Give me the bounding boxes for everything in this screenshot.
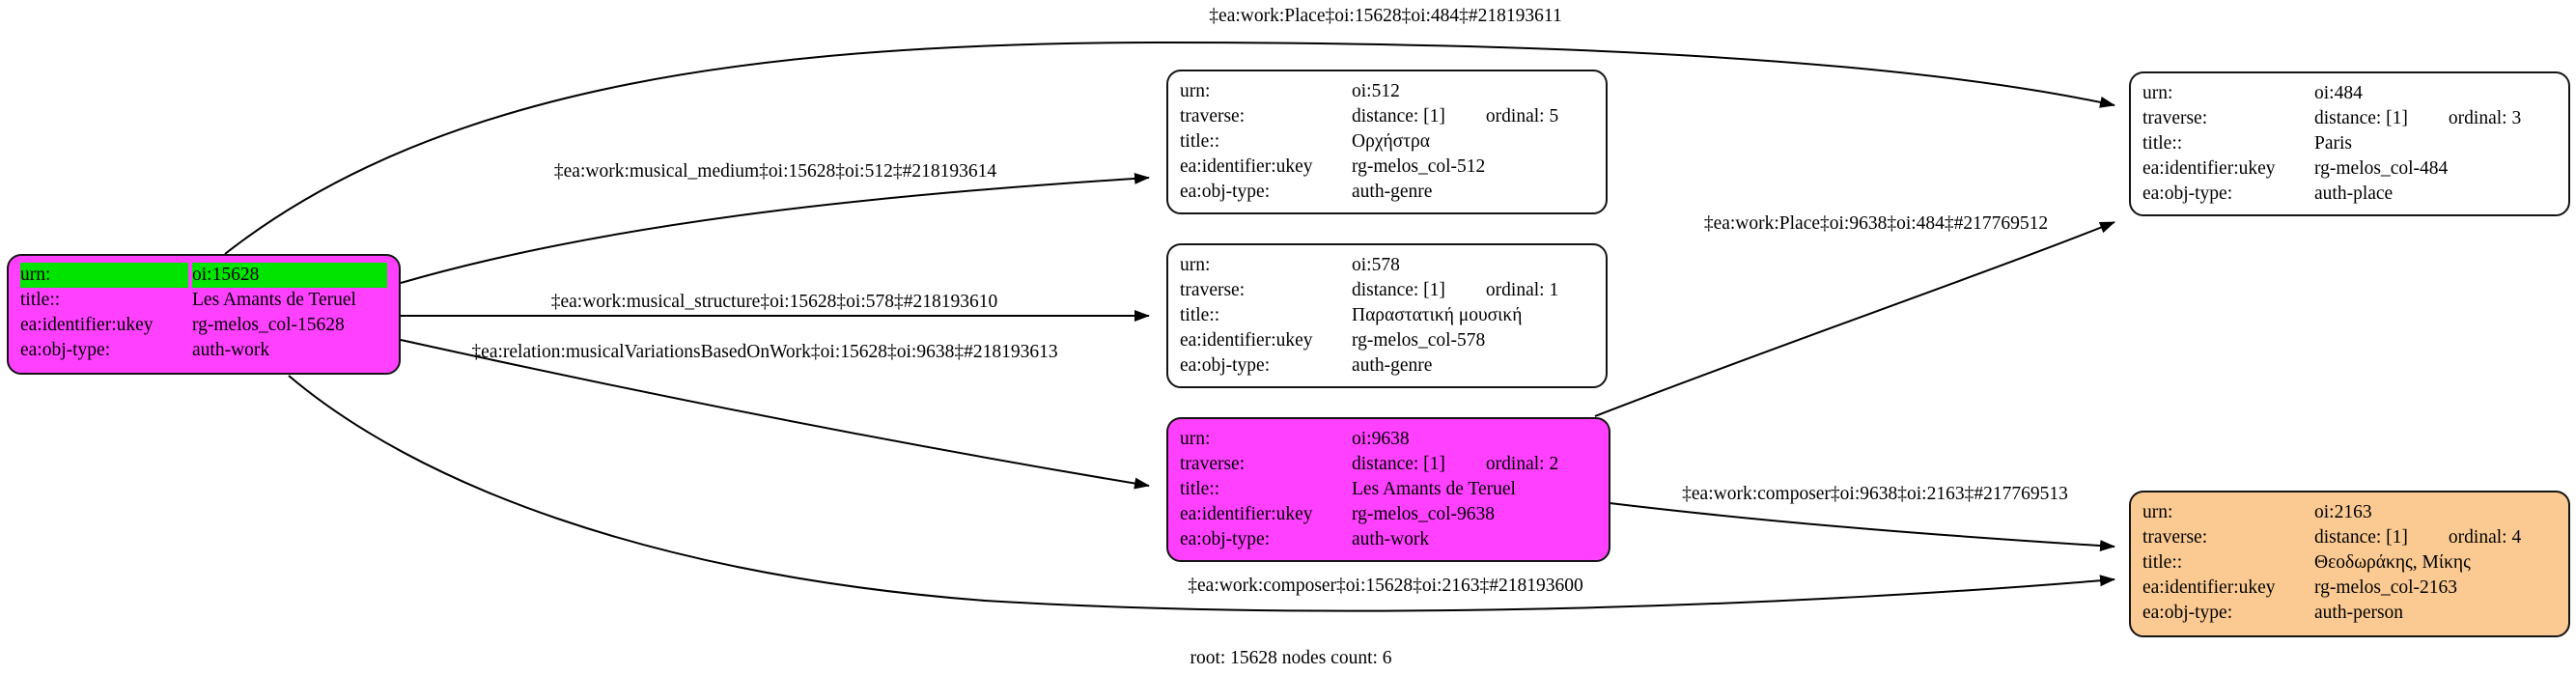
edge-label-relation-musical-variations-15628-9638: ‡ea:relation:musicalVariationsBasedOnWor… <box>471 342 1058 362</box>
edge-relation-musical-variations-15628-9638 <box>400 339 1150 490</box>
node-oi-2163: urn: oi:2163 traverse: distance: [1] ord… <box>2129 491 2570 637</box>
row-key: ea:obj-type: <box>20 340 111 360</box>
row-key: title:: <box>20 290 61 310</box>
row-key: ea:identifier:ukey <box>2142 577 2276 598</box>
traverse-distance: distance: [1] <box>2314 108 2408 128</box>
row-value: Les Amants de Teruel <box>192 290 356 310</box>
row-value: auth-genre <box>1352 182 1433 202</box>
row-value: distance: [1] ordinal: 2 <box>1352 452 1597 477</box>
row-value: rg-melos_col-512 <box>1352 156 1486 177</box>
row-value: Ορχήστρα <box>1352 131 1430 152</box>
row-value: distance: [1] ordinal: 4 <box>2314 525 2557 550</box>
edge-label-work-musical-medium-15628-512: ‡ea:work:musical_medium‡oi:15628‡oi:512‡… <box>553 161 997 182</box>
edge-label-work-composer-9638-2163: ‡ea:work:composer‡oi:9638‡oi:2163‡#21776… <box>1682 484 2068 504</box>
row-key: ea:identifier:ukey <box>1180 330 1313 351</box>
row-key: ea:identifier:ukey <box>20 315 154 335</box>
row-value: auth-person <box>2314 603 2404 623</box>
row-value: rg-melos_col-484 <box>2314 158 2449 179</box>
row-key: traverse: <box>2142 527 2208 548</box>
traverse-distance: distance: [1] <box>2314 527 2408 548</box>
traverse-ordinal: ordinal: 5 <box>1485 106 1559 127</box>
row-key: urn: <box>1180 429 1211 449</box>
row-key: traverse: <box>1180 280 1246 300</box>
row-value: distance: [1] ordinal: 3 <box>2314 106 2557 131</box>
edge-work-composer-9638-2163 <box>1609 502 2115 552</box>
row-value: auth-place <box>2314 183 2394 204</box>
traverse-distance: distance: [1] <box>1352 454 1445 474</box>
edge-work-musical-medium-15628-512 <box>400 172 1150 284</box>
row-key: title:: <box>1180 305 1220 325</box>
row-value: distance: [1] ordinal: 1 <box>1352 278 1594 303</box>
row-key: title:: <box>1180 131 1220 152</box>
node-oi-512: urn: oi:512 traverse: distance: [1] ordi… <box>1166 70 1608 214</box>
row-value: oi:9638 <box>1352 429 1410 449</box>
row-key: urn: <box>2142 83 2173 103</box>
traverse-distance: distance: [1] <box>1352 106 1445 127</box>
traverse-ordinal: ordinal: 3 <box>2448 108 2522 128</box>
row-key: traverse: <box>2142 108 2208 128</box>
node-oi-15628: urn: oi:15628 title:: Les Amants de Teru… <box>7 254 401 375</box>
row-key: ea:obj-type: <box>2142 603 2233 623</box>
row-value: rg-melos_col-9638 <box>1352 504 1496 524</box>
edge-label-work-composer-15628-2163: ‡ea:work:composer‡oi:15628‡oi:2163‡#2181… <box>1188 576 1583 596</box>
row-key: urn: <box>1180 81 1211 101</box>
row-value: oi:512 <box>1352 81 1400 101</box>
row-value: rg-melos_col-578 <box>1352 330 1486 351</box>
edge-label-work-musical-structure-15628-578: ‡ea:work:musical_structure‡oi:15628‡oi:5… <box>550 292 998 312</box>
row-key: urn: <box>2142 502 2173 522</box>
edge-work-place-15628-484 <box>224 41 2115 255</box>
node-oi-578: urn: oi:578 traverse: distance: [1] ordi… <box>1166 243 1608 388</box>
edge-work-place-9638-484 <box>1594 221 2115 417</box>
row-value: Les Amants de Teruel <box>1352 479 1516 499</box>
row-key: ea:obj-type: <box>1180 182 1271 202</box>
row-value: Παραστατική μουσική <box>1352 305 1523 325</box>
row-key: urn: <box>20 263 188 288</box>
row-key: ea:obj-type: <box>1180 529 1271 549</box>
graph-caption: root: 15628 nodes count: 6 <box>1190 648 1392 668</box>
row-key: traverse: <box>1180 106 1246 127</box>
row-value: distance: [1] ordinal: 5 <box>1352 104 1594 129</box>
row-value: oi:15628 <box>192 263 387 288</box>
row-value: auth-genre <box>1352 355 1433 376</box>
row-value: auth-work <box>192 340 270 360</box>
row-key: ea:identifier:ukey <box>1180 156 1313 177</box>
row-value: oi:578 <box>1352 255 1400 275</box>
row-key: ea:obj-type: <box>2142 183 2233 204</box>
row-key: title:: <box>2142 552 2183 573</box>
row-value: rg-melos_col-2163 <box>2314 577 2458 598</box>
traverse-ordinal: ordinal: 4 <box>2448 527 2522 548</box>
row-value: oi:2163 <box>2314 502 2372 522</box>
row-key: ea:obj-type: <box>1180 355 1271 376</box>
node-oi-484: urn: oi:484 traverse: distance: [1] ordi… <box>2129 71 2570 216</box>
row-key: title:: <box>1180 479 1220 499</box>
edge-label-work-place-15628-484: ‡ea:work:Place‡oi:15628‡oi:484‡#21819361… <box>1209 6 1562 26</box>
row-value: rg-melos_col-15628 <box>192 315 345 335</box>
row-key: title:: <box>2142 133 2183 154</box>
traverse-distance: distance: [1] <box>1352 280 1445 300</box>
row-key: ea:identifier:ukey <box>1180 504 1313 524</box>
row-value: Paris <box>2314 133 2352 154</box>
row-value: oi:484 <box>2314 83 2363 103</box>
row-value: Θεοδωράκης, Μίκης <box>2314 552 2471 573</box>
traverse-ordinal: ordinal: 1 <box>1485 280 1559 300</box>
row-key: traverse: <box>1180 454 1246 474</box>
row-key: urn: <box>1180 255 1211 275</box>
traverse-ordinal: ordinal: 2 <box>1485 454 1559 474</box>
edge-label-work-place-9638-484: ‡ea:work:Place‡oi:9638‡oi:484‡#217769512 <box>1703 213 2049 234</box>
edge-work-composer-15628-2163 <box>288 375 2115 612</box>
row-value: auth-work <box>1352 529 1430 549</box>
row-key: ea:identifier:ukey <box>2142 158 2276 179</box>
node-oi-9638: urn: oi:9638 traverse: distance: [1] ord… <box>1166 417 1610 562</box>
